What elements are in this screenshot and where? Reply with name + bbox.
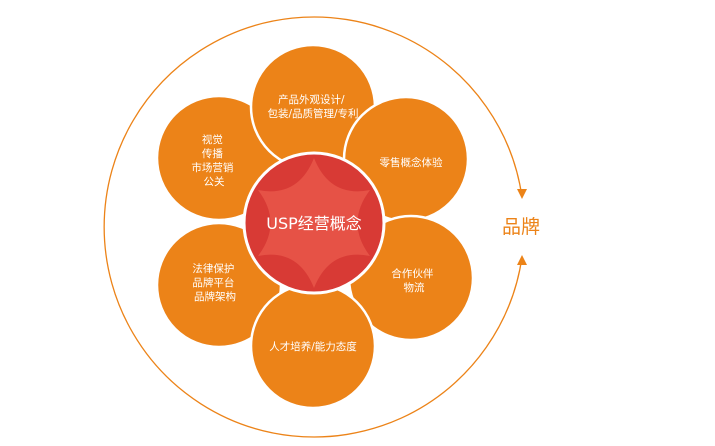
petal-label-legal: 法律保护 品牌平台 品牌架构 [192,262,237,303]
center-label: USP经营概念 [266,214,362,233]
petal-label-line: 物流 [404,281,425,294]
petal-label-partner: 合作伙伴 物流 [391,267,436,294]
petal-label-line: 公关 [204,175,225,188]
petal-label-line: 产品外观设计/ [278,93,345,106]
petal-label-line: 人才培养/能力态度 [269,340,357,353]
outer-cycle-ring [103,16,523,438]
petal-label-line: 品牌平台 [192,276,234,289]
petal-label-line: 视觉 [202,133,223,146]
petal-label-line: 零售概念体验 [380,156,443,169]
petal-label-retail: 零售概念体验 [380,156,443,169]
petal-label-line: 合作伙伴 [391,267,433,280]
center-star-shape [258,158,370,288]
ring-arrow-down-icon [517,189,527,199]
petal-label-line: 传播 [202,147,223,160]
petal-label-line: 包装/品质管理/专利 [267,107,358,120]
petal-label-line: 法律保护 [192,262,234,275]
ring-arrow-up-icon [517,255,527,265]
petal-label-line: 市场营销 [191,161,233,174]
petal-label-visual: 视觉 传播 市场营销 公关 [191,133,236,188]
petal-label-talent: 人才培养/能力态度 [269,340,357,353]
petal-label-line: 品牌架构 [194,290,236,303]
petal-label-design: 产品外观设计/ 包装/品质管理/专利 [267,93,358,120]
brand-label: 品牌 [502,216,540,238]
